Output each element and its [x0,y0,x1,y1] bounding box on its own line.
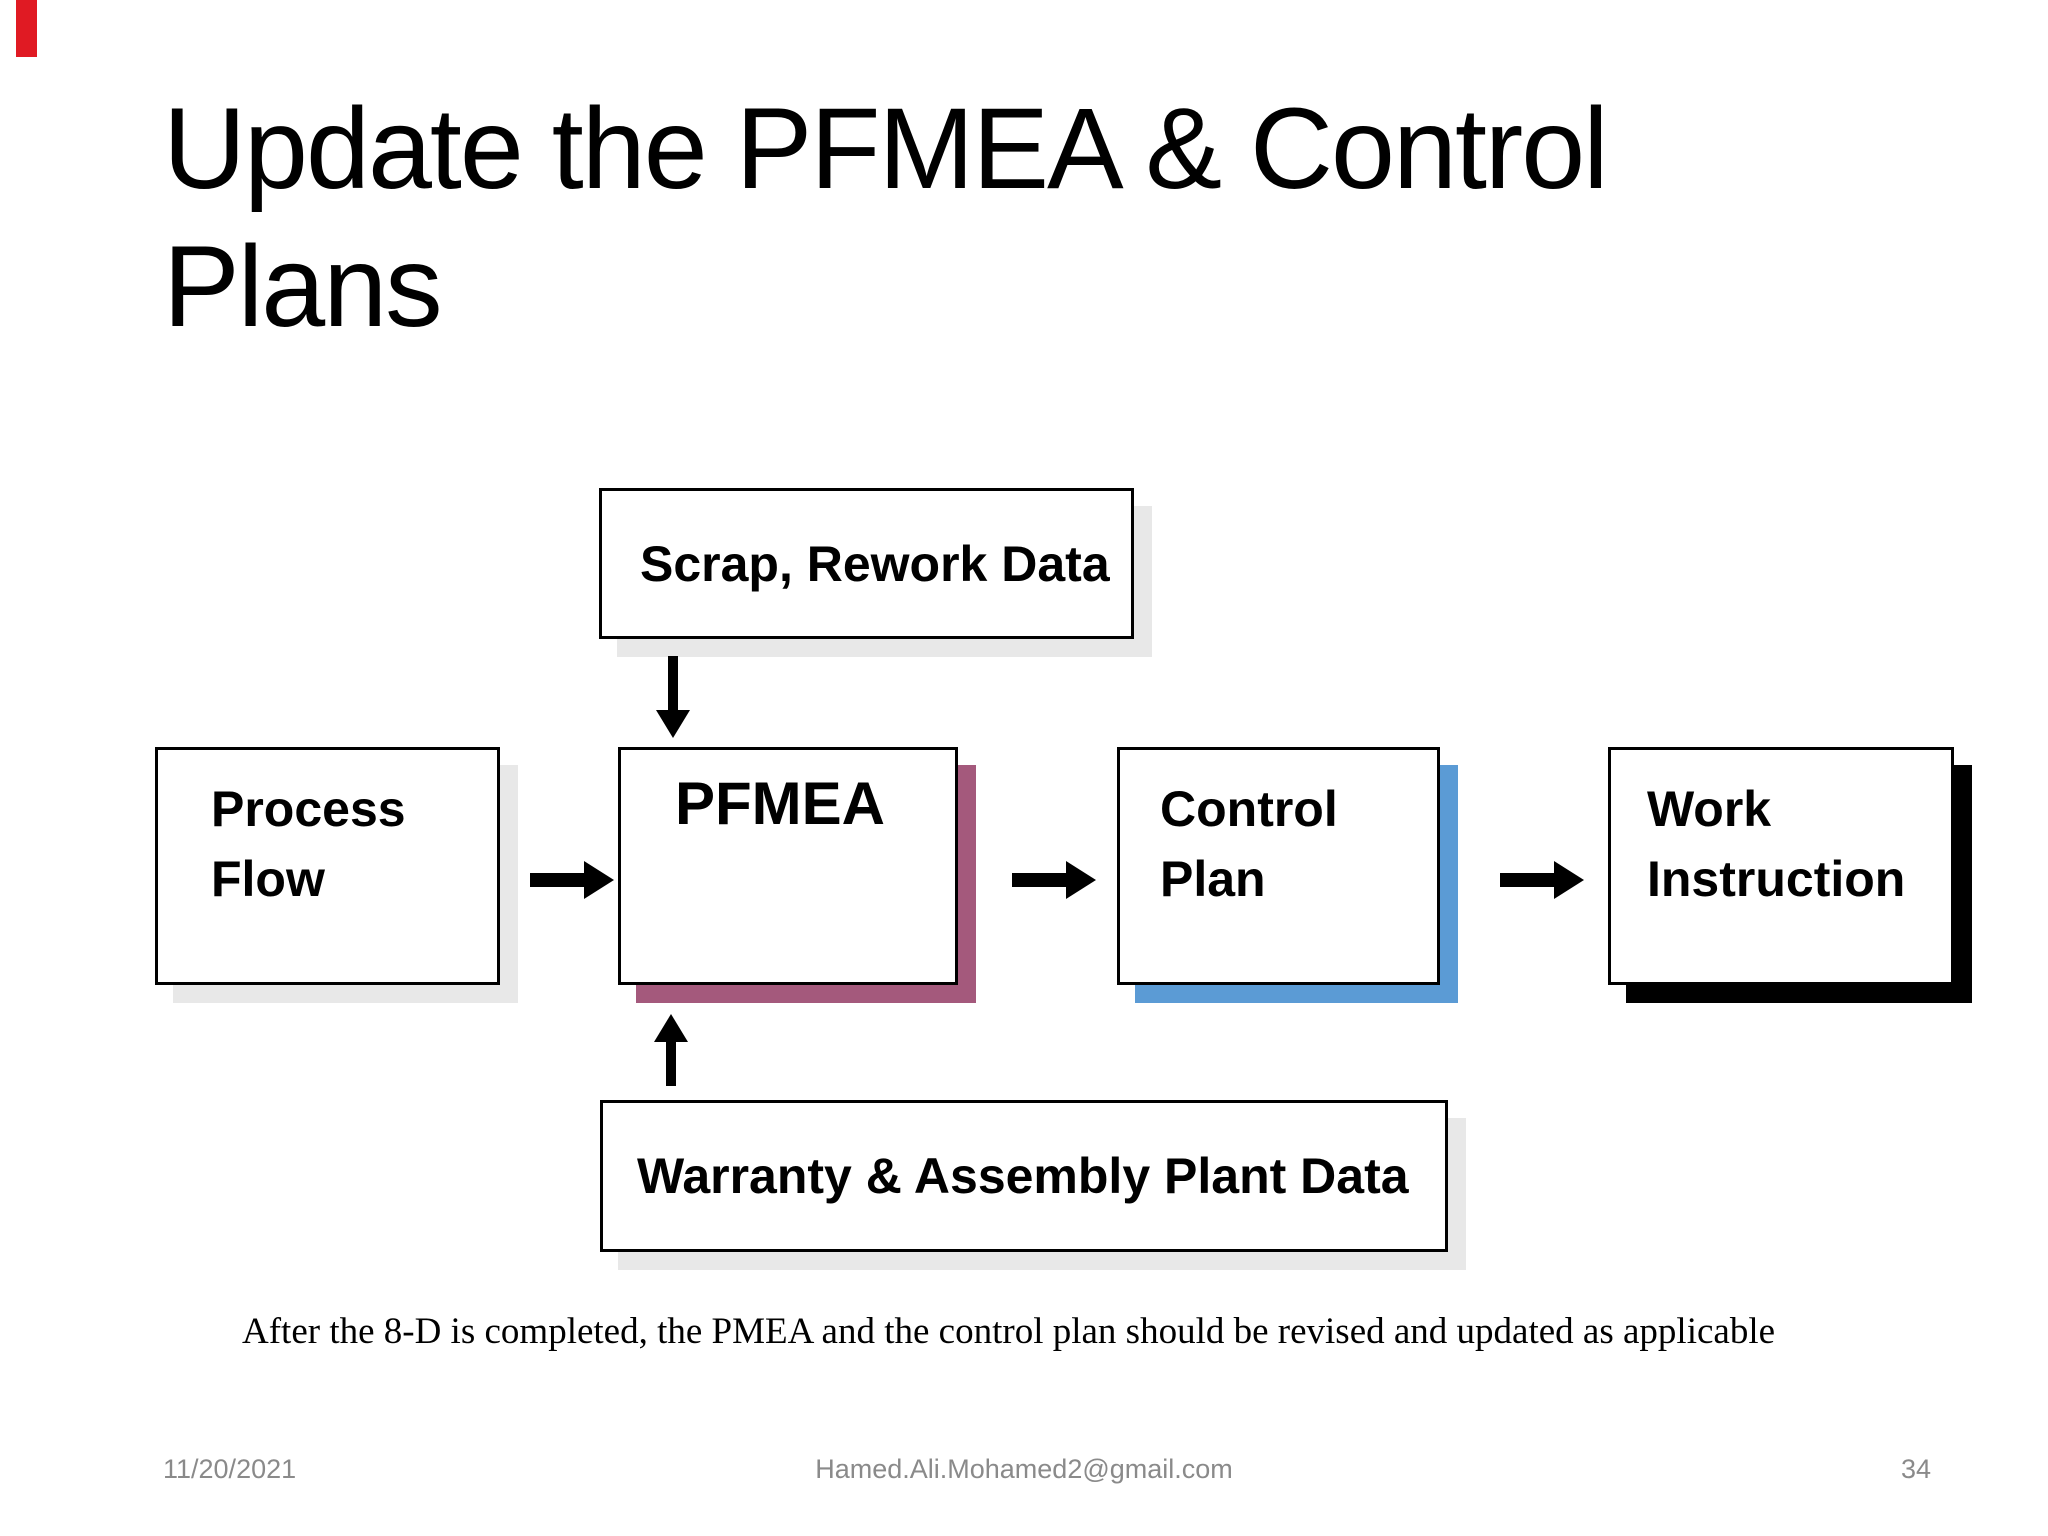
arrow-stem [1500,873,1556,887]
arrow-stem [530,873,586,887]
footer-page-number: 34 [1900,1454,1931,1484]
warranty-assembly-data-box: Warranty & Assembly Plant Data [600,1100,1448,1252]
arrow-stem [668,656,678,712]
pfmea-label: PFMEA [675,770,885,837]
process-flow-label: Process Flow [211,781,406,907]
red-marker [16,0,37,57]
arrow-up-icon [654,1014,688,1086]
arrow-right-icon [1012,861,1096,899]
arrow-head [654,1014,688,1042]
arrow-down-icon [656,656,690,738]
control-plan-box: Control Plan [1117,747,1440,985]
footer-date: 11/20/2021 [163,1454,297,1484]
warranty-assembly-data-label: Warranty & Assembly Plant Data [637,1148,1409,1204]
scrap-rework-data-label: Scrap, Rework Data [640,535,1110,592]
arrow-right-icon [530,861,614,899]
arrow-head [656,710,690,738]
scrap-rework-data-box: Scrap, Rework Data [599,488,1134,639]
work-instruction-box: Work Instruction [1608,747,1954,985]
control-plan-label: Control Plan [1160,781,1338,907]
footer-email: Hamed.Ali.Mohamed2@gmail.com [815,1454,1233,1484]
arrow-head [584,861,614,899]
arrow-right-icon [1500,861,1584,899]
work-instruction-label: Work Instruction [1647,781,1906,907]
arrow-head [1066,861,1096,899]
process-flow-box: Process Flow [155,747,500,985]
arrow-head [1554,861,1584,899]
arrow-stem [666,1040,676,1086]
pfmea-box: PFMEA [618,747,958,985]
note-text: After the 8-D is completed, the PMEA and… [242,1311,1776,1352]
page-title: Update the PFMEA & Control Plans [163,85,1609,351]
arrow-stem [1012,873,1068,887]
